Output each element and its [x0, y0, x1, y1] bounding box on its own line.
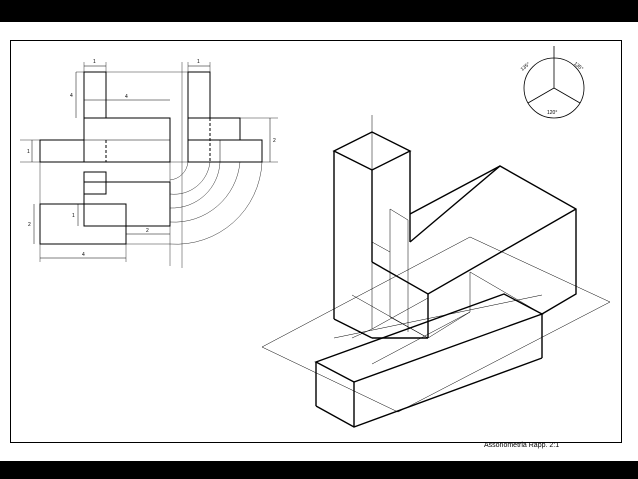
plan-view-step	[39, 203, 127, 245]
front-view-step	[39, 139, 85, 163]
axis-angle-labels: 135° 135° 120°	[520, 61, 584, 116]
dim-label: 1	[27, 149, 30, 155]
angle-label: 120°	[547, 110, 557, 116]
axonometric-axes	[523, 46, 585, 119]
dim-label: 4	[82, 252, 85, 258]
dim-label: 4	[70, 93, 73, 99]
dim-label: 2	[146, 228, 149, 234]
construction-lines	[333, 115, 543, 365]
side-view-post	[187, 71, 211, 119]
dimension-lines	[31, 65, 271, 259]
solid-outline	[314, 131, 577, 428]
technical-drawing: 1 1 4 4 2 1 2 1 2 4 135° 135° 120°	[20, 46, 611, 428]
ground-plane	[261, 236, 611, 413]
drawing-caption: Assonometria Rapp. 2:1	[484, 442, 560, 449]
dim-label: 4	[125, 94, 128, 100]
front-view-post	[83, 71, 107, 119]
angle-label: 135°	[520, 61, 532, 72]
angle-label: 135°	[572, 61, 584, 72]
side-view-upper	[187, 117, 241, 141]
projection-arcs	[20, 62, 278, 268]
dim-label: 2	[273, 138, 276, 144]
plan-view-post	[83, 171, 107, 195]
orthographic-views	[20, 62, 278, 268]
dim-label: 1	[93, 59, 96, 65]
dim-label: 1	[72, 213, 75, 219]
dim-label: 1	[197, 59, 200, 65]
drawing-sheet: 1 1 4 4 2 1 2 1 2 4 135° 135° 120°	[0, 22, 638, 461]
axonometric-view	[261, 115, 611, 428]
side-view-lower	[187, 139, 263, 163]
dimension-labels: 1 1 4 4 2 1 2 1 2 4	[27, 59, 276, 258]
dim-label: 2	[28, 222, 31, 228]
drawing-frame	[10, 40, 622, 443]
